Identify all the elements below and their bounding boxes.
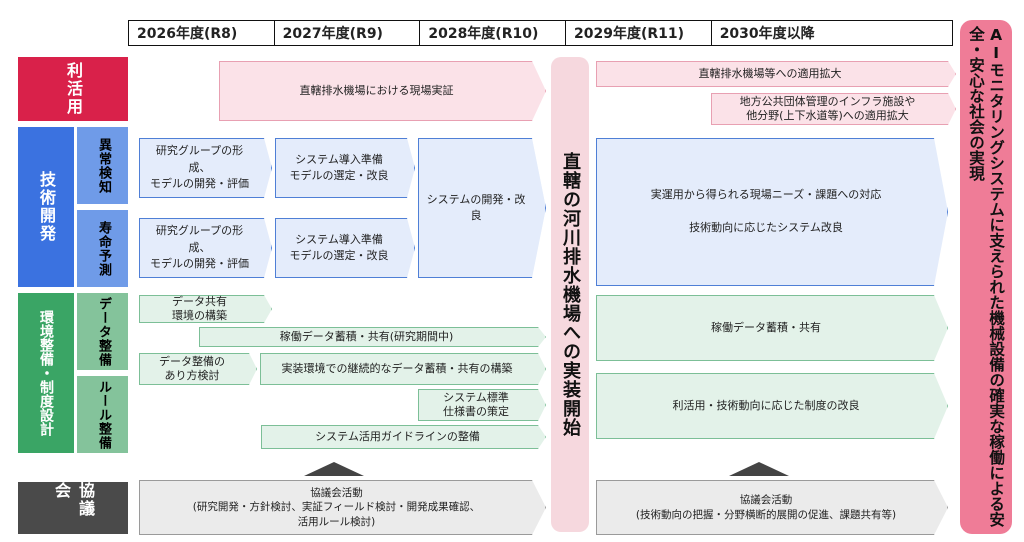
arrow-gijutsu-later: 実運用から得られる現場ニーズ・課題への対応 技術動向に応じたシステム改良 [596, 138, 948, 286]
arrow-rule-later: 利活用・技術動向に応じた制度の改良 [596, 373, 948, 439]
arrow-kyougikai-early: 協議会活動 (研究開発・方針検討、実証フィールド検討・開発成果確認、 活用ルール… [139, 480, 546, 535]
arrow-kyougikai-later: 協議会活動 (技術動向の把握・分野横断的展開の促進、課題共有等) [596, 480, 948, 535]
arrow-riyou-kakudai1: 直轄排水機場等への適用拡大 [596, 61, 956, 87]
year-2029: 2029年度(R11) [566, 21, 712, 45]
arrow-system-kaihatsu: システムの開発・改 良 [418, 138, 546, 278]
triangle-marker-icon [304, 462, 364, 476]
arrow-data-later: 稼働データ蓄積・共有 [596, 295, 948, 361]
arrow-data-kyouyu: データ共有 環境の構築 [139, 295, 272, 323]
subcategory-ijou: 異常検知 [77, 127, 128, 204]
arrow-data-keizoku: 実装環境での継続的なデータ蓄積・共有の構築 [260, 353, 546, 385]
arrow-rule-hyoujun: システム標準 仕様書の策定 [418, 389, 546, 421]
arrow-jumyou-junbi: システム導入準備 モデルの選定・改良 [275, 218, 415, 278]
arrow-ijou-kenkyu: 研究グループの形成、 モデルの開発・評価 [139, 138, 272, 198]
year-2028: 2028年度(R10) [420, 21, 567, 45]
arrow-riyou-kakudai2: 地方公共団体管理のインフラ施設や 他分野(上下水道等)への適用拡大 [711, 93, 956, 125]
category-kyougikai: 協議会 [18, 482, 128, 534]
category-gijutsu: 技術開発 [18, 127, 74, 287]
year-2030: 2030年度以降 [719, 26, 815, 42]
arrow-data-chikuseki: 稼働データ蓄積・共有(研究期間中) [199, 327, 546, 347]
category-riyou: 利活用 [18, 57, 128, 121]
center-banner: 直轄の河川排水機場への実装開始 [551, 57, 589, 532]
arrow-ijou-junbi: システム導入準備 モデルの選定・改良 [275, 138, 415, 198]
arrow-data-kentou: データ整備の あり方検討 [139, 353, 257, 385]
arrow-rule-guide: システム活用ガイドラインの整備 [261, 425, 546, 449]
subcategory-jumyou: 寿命予測 [77, 210, 128, 287]
subcategory-rule: ルール整備 [77, 376, 128, 453]
year-header: 2026年度(R8) 2027年度(R9) 2028年度(R10) 2029年度… [128, 20, 953, 46]
arrow-riyou-jisshou: 直轄排水機場における現場実証 [219, 61, 546, 121]
arrow-jumyou-kenkyu: 研究グループの形成、 モデルの開発・評価 [139, 218, 272, 278]
subcategory-data: データ整備 [77, 293, 128, 370]
category-kankyou: 環境整備・制度設計 [18, 293, 74, 453]
triangle-marker-icon [729, 462, 789, 476]
right-banner: AIモニタリングシステムに支えられた機械設備の確実な稼働による安全・安心な社会の… [960, 20, 1012, 534]
year-2026: 2026年度(R8) [129, 21, 275, 45]
year-2027: 2027年度(R9) [275, 21, 421, 45]
